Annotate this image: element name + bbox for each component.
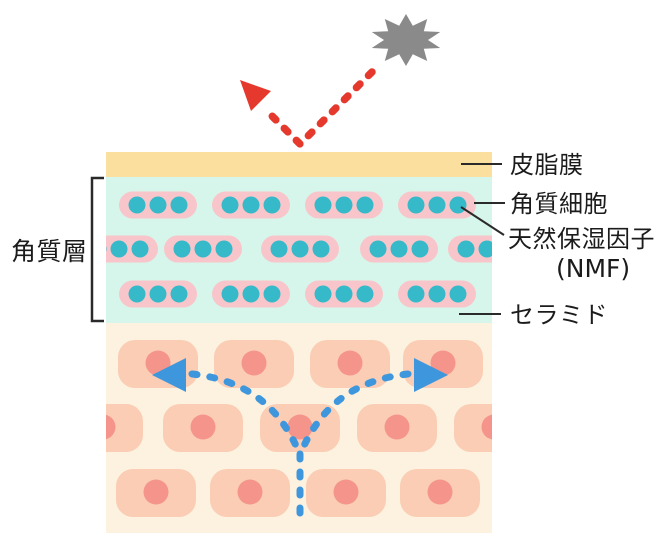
corneocyte-cell (164, 235, 242, 263)
epidermis-cell (163, 404, 243, 452)
epidermis-cell (116, 469, 196, 517)
nmf-pointer-line (460, 206, 505, 236)
stratum-corneum-label: 角質層 (11, 237, 88, 266)
corneocyte-cell (398, 191, 476, 219)
moisture-arrowhead-right-icon (414, 358, 448, 392)
epidermis-cell (454, 404, 492, 452)
epidermis-cell (400, 469, 480, 517)
nmf-label: 天然保湿因子 (508, 225, 655, 253)
nmf-abbr-label: (NMF) (556, 254, 631, 283)
sebum-film-layer (106, 152, 492, 177)
corneocyte-cell (305, 280, 383, 308)
epidermis-cell (106, 404, 143, 452)
epidermis-cell (310, 340, 390, 388)
corneocyte-cell (360, 235, 438, 263)
corneocyte-cell (398, 280, 476, 308)
ceramide-label: セラミド (510, 301, 608, 329)
moisture-arrowhead-left-icon (152, 358, 186, 392)
blue-dashed-moisture-arrow-icon (188, 370, 302, 454)
corneocyte-cell (212, 191, 290, 219)
stratum-corneum-bracket (90, 176, 104, 323)
corneocyte-label: 角質細胞 (510, 190, 608, 218)
corneocyte-cell (119, 191, 197, 219)
blue-dashed-moisture-arrow-icon (298, 370, 412, 454)
corneocyte-cell (261, 235, 339, 263)
epidermis-cell (357, 404, 437, 452)
epidermis-cell (210, 469, 290, 517)
red-dashed-reflect-arrow-icon (264, 68, 376, 150)
starburst-icon (371, 14, 441, 66)
corneocyte-cell (305, 191, 383, 219)
epidermis-cell (306, 469, 386, 517)
reflect-arrowhead-icon (240, 80, 271, 111)
skin-layer-stack (106, 152, 492, 533)
sebum-film-label: 皮脂膜 (510, 151, 584, 179)
corneocyte-cell (212, 280, 290, 308)
corneocyte-cell (119, 280, 197, 308)
